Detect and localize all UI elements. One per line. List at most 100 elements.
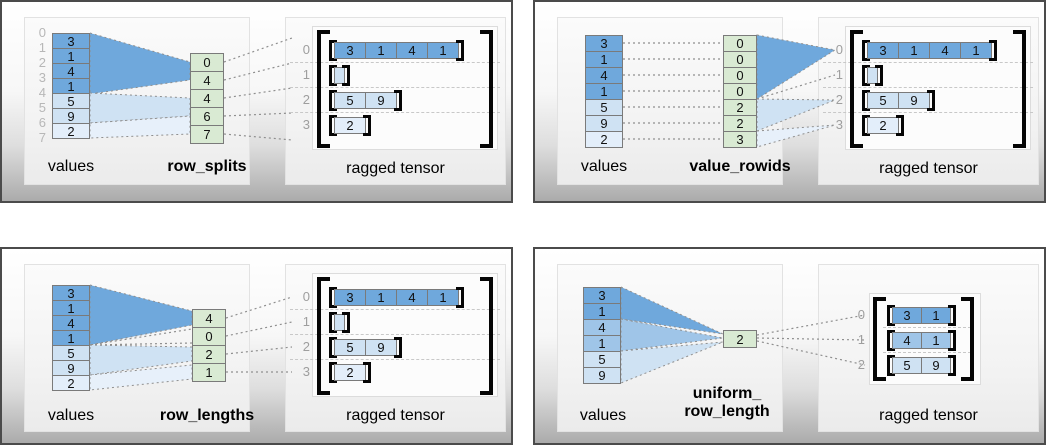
tensor-cell: 4 [396, 42, 428, 59]
values-cell: 4 [585, 67, 623, 84]
tensor-cell: 9 [921, 357, 951, 374]
values-cell: 3 [52, 33, 90, 49]
values-index-label: 3 [38, 70, 46, 85]
tensor-row: 5 9 [862, 90, 935, 111]
values-cell: 2 [52, 123, 90, 139]
values-cell: 1 [583, 303, 621, 320]
values-column: 3 1 4 1 5 9 [583, 287, 621, 384]
tensor-row-label: 2 [302, 339, 310, 354]
tensor-row: 3 1 4 1 [329, 287, 464, 308]
values-label: values [47, 407, 95, 424]
row-separator [823, 87, 1033, 88]
quadrant-row-lengths: 3 1 4 1 5 9 2 4 0 2 1 values row_lengths… [0, 247, 513, 445]
tensor-close-bracket [1013, 30, 1026, 148]
tensor-row-empty [329, 312, 350, 333]
value-rowids-cell: 0 [723, 83, 757, 100]
row-close-bracket [948, 305, 956, 326]
row-lengths-label: row_lengths [159, 407, 255, 424]
uniform-row-length-cell: 2 [723, 330, 757, 348]
values-cell: 5 [52, 93, 90, 109]
connector-graphics [620, 286, 866, 384]
row-close-bracket [948, 355, 956, 376]
row-open-bracket [887, 305, 895, 326]
tensor-open-bracket [317, 277, 330, 395]
values-label: values [47, 158, 95, 175]
row-separator [290, 87, 500, 88]
values-index-label: 0 [38, 25, 46, 40]
values-cell: 1 [585, 51, 623, 68]
value-rowids-cell: 2 [723, 115, 757, 132]
tensor-row-label: 0 [857, 307, 865, 322]
values-cell: 5 [52, 345, 90, 361]
row-close-bracket [989, 40, 997, 61]
quadrant-value-rowids: 3 1 4 1 5 9 2 0 0 0 0 2 2 3 values value… [533, 0, 1046, 203]
row-close-bracket [948, 330, 956, 351]
values-cell: 1 [52, 330, 90, 346]
tensor-empty-cell [867, 67, 878, 84]
connector-graphics [89, 284, 293, 391]
row-open-bracket [329, 115, 337, 136]
values-cell: 4 [583, 319, 621, 336]
tensor-row-empty [329, 65, 350, 86]
row-close-bracket [342, 65, 350, 86]
values-cell: 3 [52, 285, 90, 301]
row-separator [823, 62, 1033, 63]
tensor-cell: 3 [892, 307, 922, 324]
row-close-bracket [456, 287, 464, 308]
row-separator [823, 112, 1033, 113]
tensor-cell: 2 [867, 117, 899, 134]
tensor-open-bracket [850, 30, 863, 148]
tensor-open-bracket [317, 30, 330, 148]
values-index-label: 5 [38, 100, 46, 115]
value-rowids-label: value_rowids [689, 158, 791, 175]
tensor-row-label: 3 [302, 364, 310, 379]
tensor-close-bracket [480, 277, 493, 395]
row-open-bracket [329, 40, 337, 61]
tensor-cell: 3 [334, 289, 366, 306]
uniform-row-length-label-line1: uniform_ [692, 385, 762, 402]
values-cell: 5 [585, 99, 623, 116]
tensor-cell: 5 [334, 339, 366, 356]
row-splits-cell: 6 [190, 107, 224, 126]
row-close-bracket [456, 40, 464, 61]
ragged-tensor-label: ragged tensor [346, 407, 445, 424]
tensor-row-label: 1 [302, 67, 310, 82]
tensor-cell: 5 [334, 92, 366, 109]
value-rowids-cell: 3 [723, 131, 757, 148]
row-open-bracket [862, 115, 870, 136]
tensor-cell: 3 [334, 42, 366, 59]
values-index-label: 4 [38, 85, 46, 100]
row-open-bracket [862, 90, 870, 111]
values-cell: 3 [585, 35, 623, 52]
values-cell: 9 [52, 360, 90, 376]
tensor-cell: 2 [334, 117, 366, 134]
ragged-tensor-label: ragged tensor [879, 160, 978, 177]
row-separator [290, 112, 500, 113]
tensor-close-bracket [961, 297, 974, 381]
row-lengths-cell: 0 [192, 327, 226, 346]
tensor-close-bracket [480, 30, 493, 148]
row-open-bracket [329, 362, 337, 383]
values-cell: 3 [583, 287, 621, 304]
values-cell: 1 [52, 78, 90, 94]
tensor-cell: 1 [427, 42, 459, 59]
row-open-bracket [862, 65, 870, 86]
value-rowids-cell: 0 [723, 51, 757, 68]
tensor-row: 5 9 [887, 355, 956, 376]
values-column: 3 1 4 1 5 9 2 [52, 33, 90, 139]
tensor-row: 4 1 [887, 330, 956, 351]
row-open-bracket [329, 337, 337, 358]
row-separator [290, 334, 500, 335]
tensor-cell: 4 [892, 332, 922, 349]
value-rowids-cell: 2 [723, 99, 757, 116]
values-column: 3 1 4 1 5 9 2 [52, 285, 90, 391]
tensor-row: 5 9 [329, 337, 402, 358]
values-cell: 1 [52, 300, 90, 316]
row-open-bracket [329, 65, 337, 86]
row-splits-cell: 7 [190, 125, 224, 144]
row-lengths-cell: 1 [192, 363, 226, 382]
tensor-row: 2 [329, 115, 371, 136]
row-close-bracket [394, 337, 402, 358]
values-index-label: 7 [38, 130, 46, 145]
